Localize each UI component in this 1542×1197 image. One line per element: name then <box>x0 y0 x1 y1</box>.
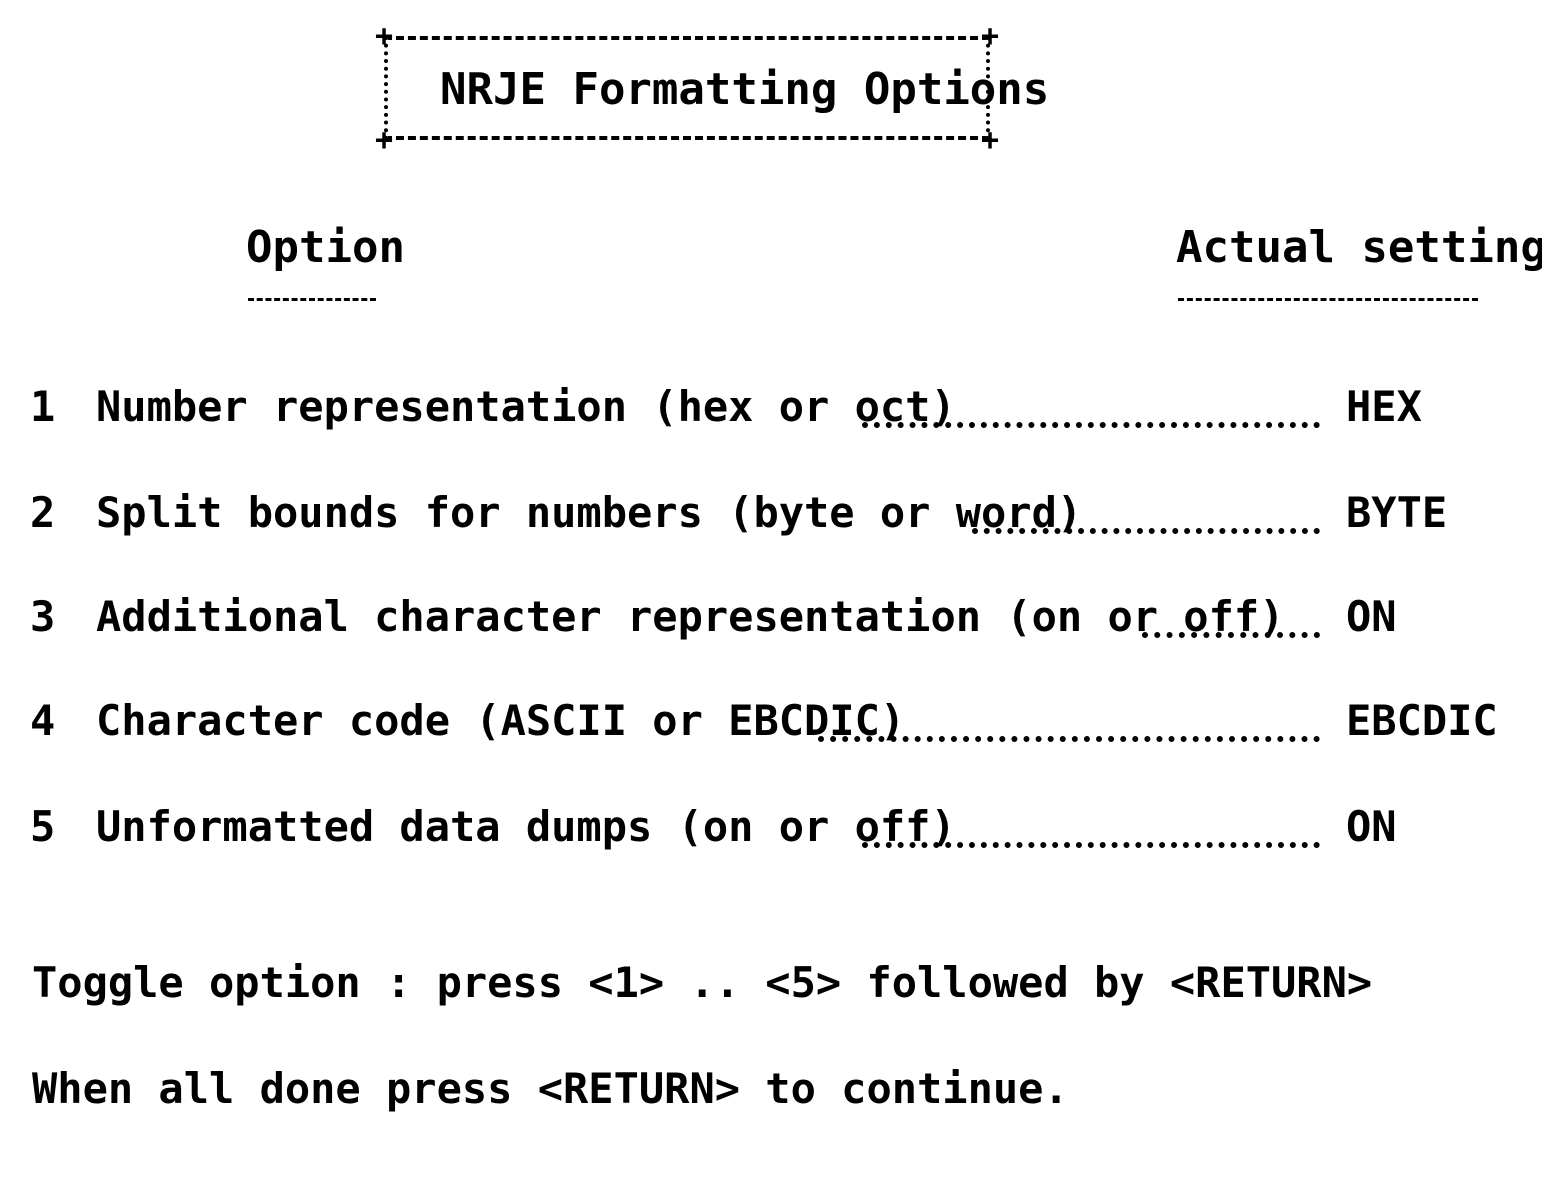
box-corner-bottom-left: + <box>374 123 394 158</box>
option-row-5[interactable]: 5 Unformatted data dumps (on or off) ON <box>0 806 1542 862</box>
dot-leader <box>972 516 1320 534</box>
option-number: 2 <box>30 488 56 537</box>
option-header-underline <box>248 298 376 301</box>
dot-leader <box>862 830 1320 848</box>
option-label: Number representation (hex or oct) <box>96 382 956 431</box>
dot-leader <box>1142 620 1320 638</box>
option-label: Additional character representation (on … <box>96 592 1285 641</box>
dot-leader <box>862 410 1320 428</box>
page-title: NRJE Formatting Options <box>440 64 1050 115</box>
option-row-1[interactable]: 1 Number representation (hex or oct) HEX <box>0 386 1542 442</box>
setting-column-header: Actual setting <box>1176 222 1542 273</box>
box-corner-top-left: + <box>374 19 394 54</box>
setting-header-underline <box>1178 298 1478 301</box>
option-value: EBCDIC <box>1346 696 1498 745</box>
toggle-instructions: Toggle option : press <1> .. <5> followe… <box>32 958 1373 1007</box>
option-value: BYTE <box>1346 488 1448 537</box>
option-number: 1 <box>30 382 56 431</box>
box-corner-top-right: + <box>980 19 1000 54</box>
option-row-2[interactable]: 2 Split bounds for numbers (byte or word… <box>0 492 1542 548</box>
option-label: Unformatted data dumps (on or off) <box>96 802 956 851</box>
option-number: 3 <box>30 592 56 641</box>
title-box <box>384 36 990 140</box>
option-number: 5 <box>30 802 56 851</box>
box-corner-bottom-right: + <box>980 123 1000 158</box>
option-value: HEX <box>1346 382 1422 431</box>
continue-instructions: When all done press <RETURN> to continue… <box>32 1064 1069 1113</box>
option-value: ON <box>1346 592 1397 641</box>
dot-leader <box>818 724 1320 742</box>
option-value: ON <box>1346 802 1397 851</box>
option-label: Split bounds for numbers (byte or word) <box>96 488 1083 537</box>
option-row-4[interactable]: 4 Character code (ASCII or EBCDIC) EBCDI… <box>0 700 1542 756</box>
option-column-header: Option <box>246 222 405 273</box>
option-label: Character code (ASCII or EBCDIC) <box>96 696 906 745</box>
option-number: 4 <box>30 696 56 745</box>
option-row-3[interactable]: 3 Additional character representation (o… <box>0 596 1542 652</box>
